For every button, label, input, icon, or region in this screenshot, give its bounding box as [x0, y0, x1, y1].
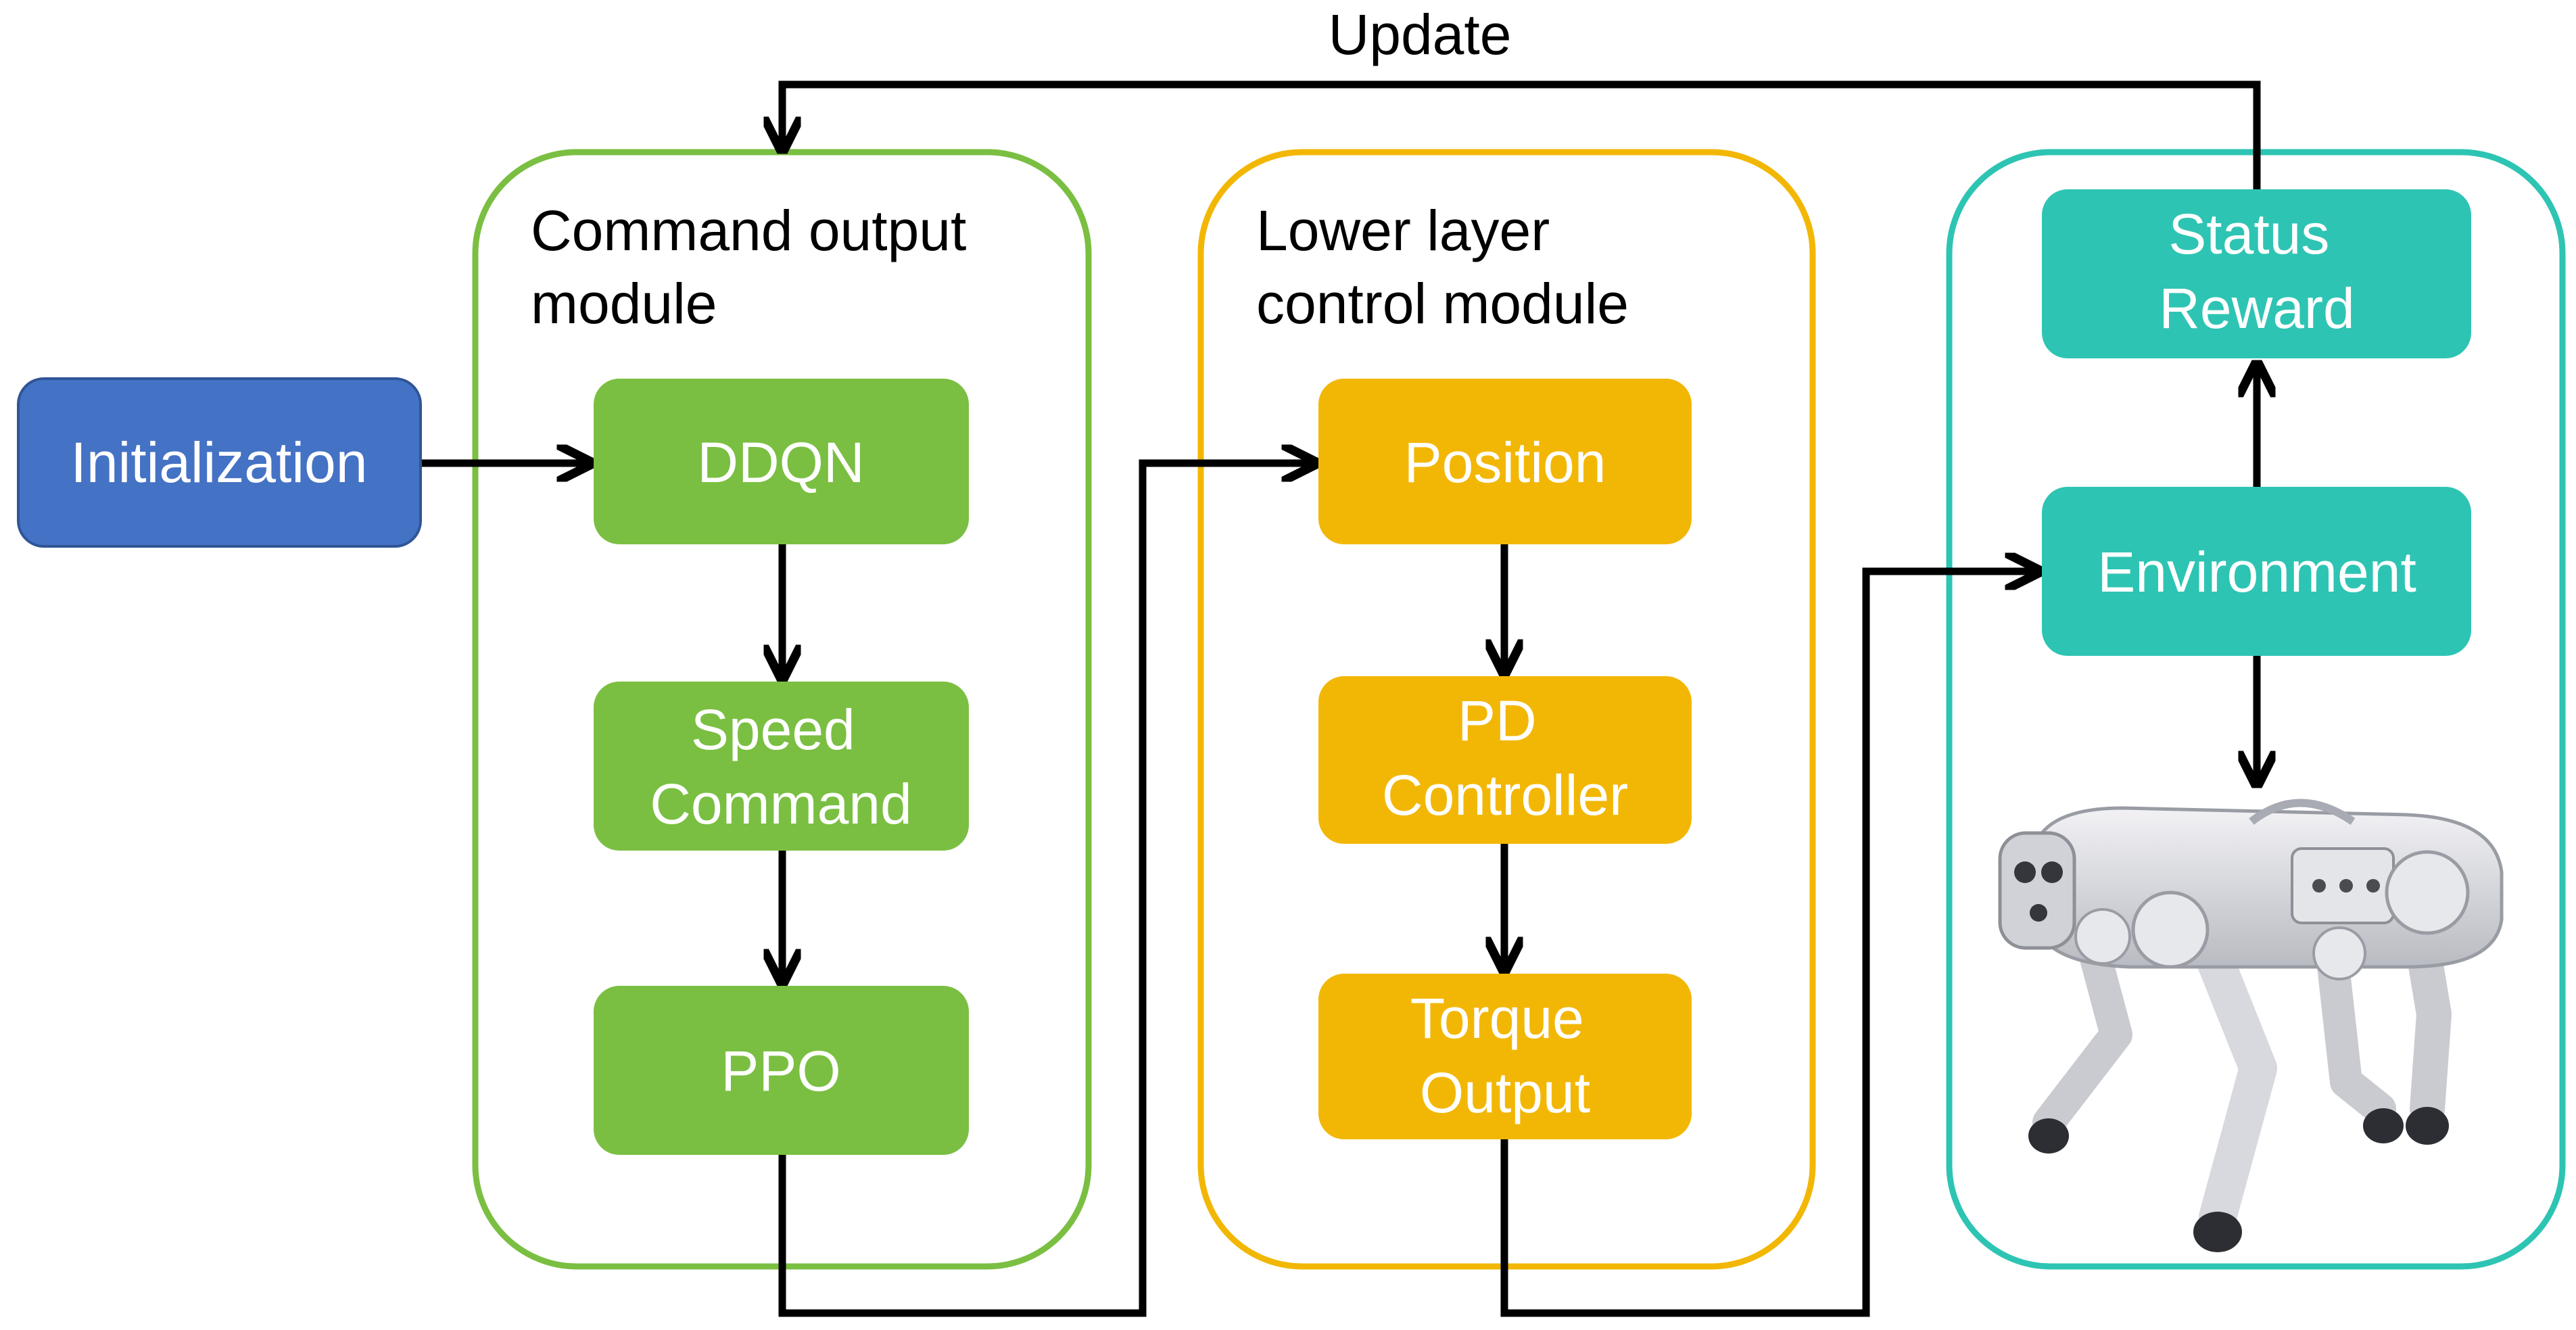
initialization-box: [17, 377, 422, 548]
ddqn-box: [594, 379, 969, 544]
ppo-box: [594, 986, 969, 1155]
status-reward-box: [2042, 189, 2471, 358]
torque-to-environment-arrow: [1500, 571, 2038, 1317]
pd-controller-box: [1318, 676, 1692, 844]
control-module-title: Lower layer control module: [1256, 199, 1629, 335]
connectors: [419, 80, 2261, 1317]
speed-command-label: Speed Command: [650, 698, 911, 836]
torque-output-label: Torque Output: [1410, 987, 1600, 1124]
status-reward-label: Status Reward: [2159, 202, 2354, 340]
update-feedback-arrow: [782, 80, 2261, 189]
torque-output-box: [1318, 974, 1692, 1139]
ppo-to-position-arrow: [778, 463, 1315, 1317]
environment-box: [2042, 487, 2471, 656]
position-label: Position: [1404, 431, 1606, 494]
ppo-label: PPO: [721, 1039, 840, 1103]
position-box: [1318, 379, 1692, 544]
update-label: Update: [1329, 3, 1512, 66]
environment-label: Environment: [2097, 540, 2416, 604]
command-module-title: Command output module: [531, 199, 982, 335]
speed-command-box: [594, 682, 969, 851]
ddqn-label: DDQN: [697, 431, 864, 494]
pd-controller-label: PD Controller: [1382, 689, 1628, 827]
initialization-label: Initialization: [71, 431, 368, 494]
robot-dog-icon: [1998, 799, 2504, 1252]
